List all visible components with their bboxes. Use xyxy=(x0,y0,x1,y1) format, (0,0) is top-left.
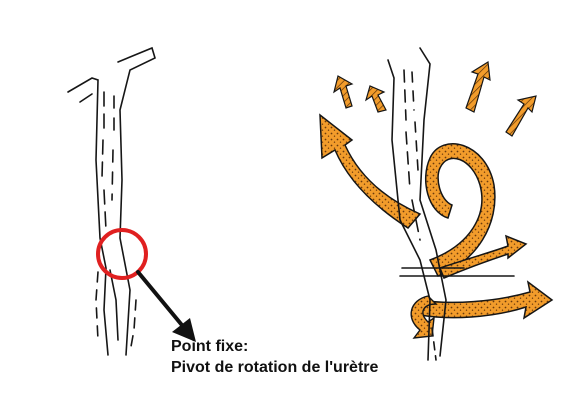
small-arrow-4-icon xyxy=(506,96,536,136)
small-arrow-1-icon xyxy=(334,76,352,108)
caption-line-fixed-point: Point fixe: xyxy=(171,338,248,356)
lower-right-force-arrow xyxy=(420,282,552,318)
small-arrow-2-icon xyxy=(366,86,386,112)
left-urethra-drawing xyxy=(68,48,155,355)
caption-line-rotation-pivot: Pivot de rotation de l'urètre xyxy=(171,359,378,377)
pointer-arrow-icon xyxy=(138,272,196,342)
right-urethra-drawing xyxy=(320,48,552,360)
left-upward-force-arrow xyxy=(320,115,420,228)
small-arrow-3-icon xyxy=(466,62,490,112)
